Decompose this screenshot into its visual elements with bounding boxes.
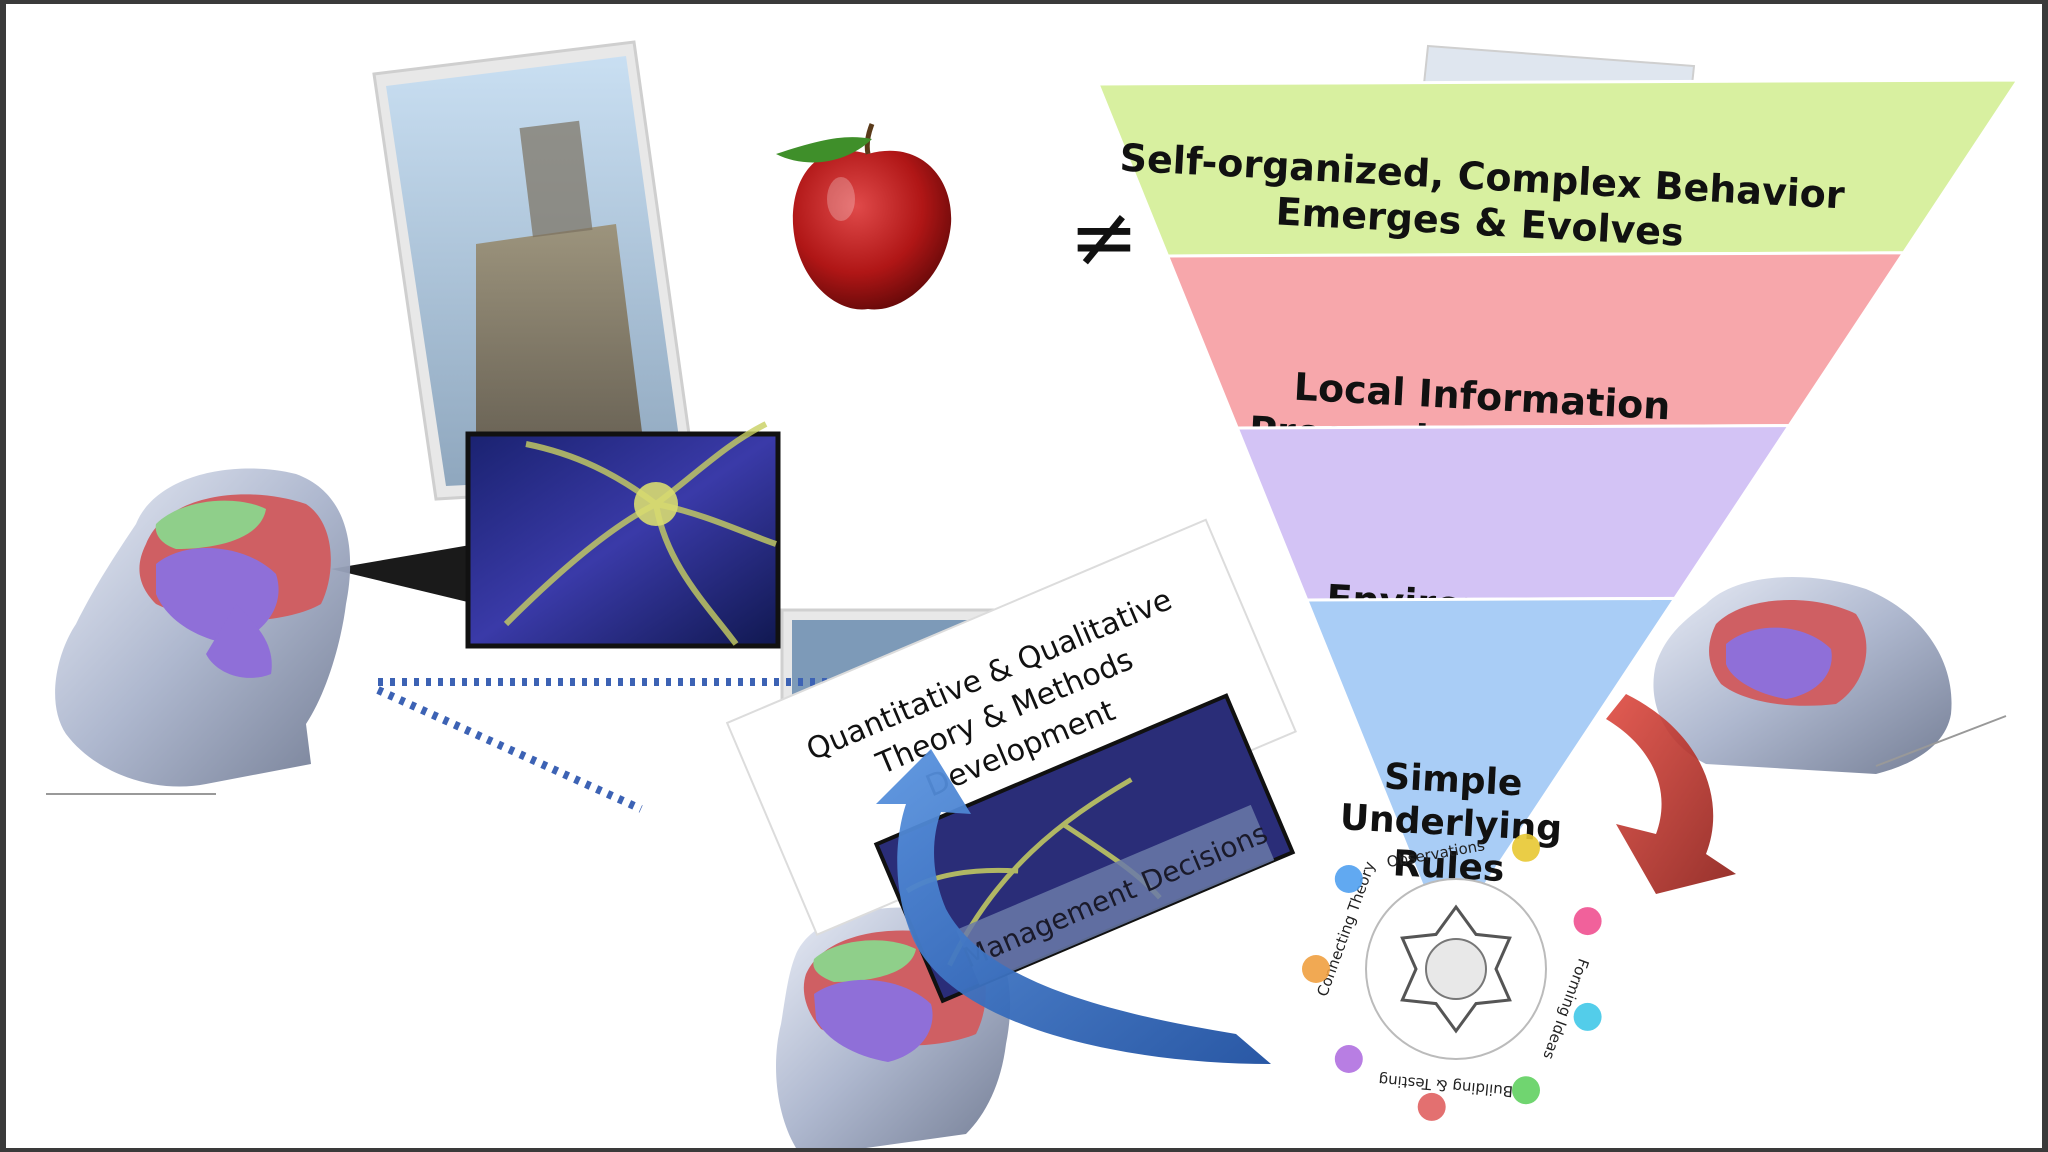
pyramid-level-3	[1234, 424, 1793, 602]
not-equal-sign: ≠	[1069, 188, 1139, 286]
head-right	[1653, 577, 2007, 774]
cycle-dot	[1512, 1076, 1540, 1105]
cycle-dot	[1334, 865, 1363, 893]
head-left	[46, 468, 351, 795]
theory-card: Quantitative & Qualitative Theory & Meth…	[725, 518, 1297, 1004]
apple-image	[776, 123, 952, 310]
blue-curved-arrow	[876, 749, 1271, 1064]
cycle-label: Building & Testing	[1378, 1071, 1514, 1101]
diagram-svg: ≠ Self-organized, Complex BehaviorEmerge…	[46, 40, 2021, 1148]
pyramid-level-4-text: Simple	[1383, 756, 1523, 804]
cycle-dot	[1334, 1045, 1363, 1073]
photo-top-left	[372, 40, 698, 501]
neuron-inset	[331, 421, 781, 649]
cycle-dot	[1573, 907, 1602, 936]
cycle-core	[1425, 938, 1487, 1000]
dotted-connector	[376, 678, 846, 813]
pyramid-level-4	[1304, 596, 1678, 948]
cycle-dot	[1417, 1092, 1446, 1121]
cycle-dot	[1512, 833, 1540, 862]
cycle-dot	[1302, 955, 1330, 983]
cycle-dot	[1573, 1002, 1602, 1031]
cycle-star	[1400, 904, 1512, 1034]
red-curved-arrow	[1606, 694, 1736, 894]
inverted-pyramid: Self-organized, Complex BehaviorEmerges …	[1095, 78, 2021, 948]
